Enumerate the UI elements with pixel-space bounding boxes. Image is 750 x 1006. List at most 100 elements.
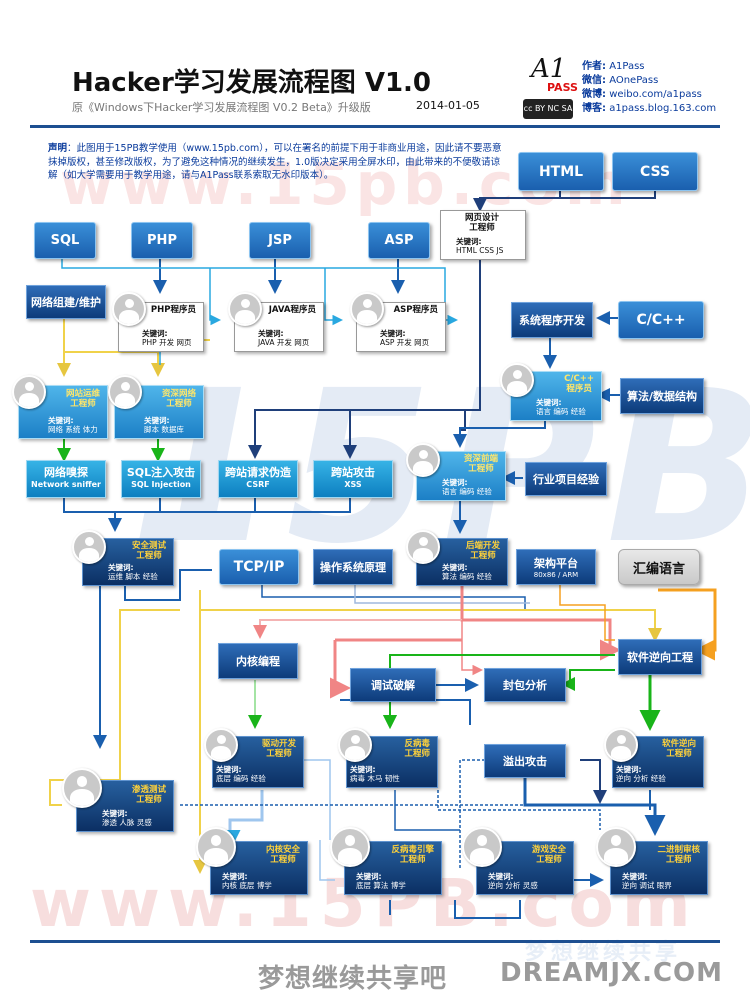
author-value: A1Pass <box>609 61 645 72</box>
role-title: 二进制审核 工程师 <box>657 845 700 865</box>
overflow-attack-node[interactable]: 溢出攻击 <box>484 744 566 778</box>
role-game-security-engineer[interactable]: 游戏安全 工程师 关键词:逆向 分析 灵感 <box>462 827 574 895</box>
jsp-node[interactable]: JSP <box>249 222 311 259</box>
role-av-engine-engineer[interactable]: 反病毒引擎 工程师 关键词:底层 算法 博学 <box>330 827 442 895</box>
role-keywords: 关键词:语言 编码 经验 <box>442 478 492 496</box>
role-security-test-engineer[interactable]: 安全测试 工程师 关键词:运维 脚本 经验 <box>72 530 174 586</box>
reverse-engineering-node[interactable]: 软件逆向工程 <box>618 639 702 675</box>
role-keywords: 关键词:逆向 分析 经验 <box>616 765 666 783</box>
wechat-row: 微信: AOnePass <box>582 75 659 86</box>
role-senior-network-engineer[interactable]: 资深网络 工程师 关键词:脚本 数据库 <box>108 375 204 439</box>
role-keywords: 关键词:逆向 分析 灵感 <box>488 872 538 890</box>
sqlinj-en: SQL Injection <box>131 480 191 489</box>
industry-exp-node[interactable]: 行业项目经验 <box>525 462 607 496</box>
xss-en: XSS <box>344 480 362 489</box>
role-kernel-security-engineer[interactable]: 内核安全 工程师 关键词:内核 底层 博学 <box>196 827 308 895</box>
a1pass-logo: A1 <box>531 54 567 84</box>
page-date: 2014-01-05 <box>416 99 480 112</box>
role-title: 软件逆向 工程师 <box>661 739 696 759</box>
avatar-icon <box>12 375 46 409</box>
avatar-icon <box>462 827 502 867</box>
avatar-icon <box>406 530 440 564</box>
weibo-row: 微博: weibo.com/a1pass <box>582 89 702 100</box>
avatar-icon <box>72 530 106 564</box>
author-row: 作者: A1Pass <box>582 61 645 72</box>
role-keywords: 关键词:HTML CSS JS <box>456 237 504 255</box>
role-web-designer[interactable]: 网页设计 工程师 关键词:HTML CSS JS <box>440 210 526 260</box>
role-title: 安全测试 工程师 <box>131 541 166 561</box>
role-java-programmer[interactable]: JAVA程序员 关键词:JAVA 开发 网页 <box>228 292 324 352</box>
role-title: 网页设计 工程师 <box>464 213 499 233</box>
sql-injection-node[interactable]: SQL注入攻击 SQL Injection <box>121 460 201 498</box>
role-keywords: 关键词:病毒 木马 韧性 <box>350 765 400 783</box>
role-keywords: 关键词:渗透 人脉 灵感 <box>102 809 152 827</box>
asp-node[interactable]: ASP <box>368 222 430 259</box>
kernel-programming-node[interactable]: 内核编程 <box>218 643 298 679</box>
network-sniffer-node[interactable]: 网络嗅探 Network sniffer <box>26 460 106 498</box>
csrf-en: CSRF <box>246 480 270 489</box>
csrf-node[interactable]: 跨站请求伪造 CSRF <box>218 460 298 498</box>
avatar-icon <box>196 827 236 867</box>
role-binary-audit-engineer[interactable]: 二进制审核 工程师 关键词:逆向 调试 眼界 <box>596 827 708 895</box>
role-title: 渗透测试 工程师 <box>131 785 166 805</box>
avatar-icon <box>108 375 142 409</box>
role-php-programmer[interactable]: PHP程序员 关键词:PHP 开发 网页 <box>112 292 204 352</box>
avatar-icon <box>112 292 146 326</box>
role-driver-dev-engineer[interactable]: 驱动开发 工程师 关键词:底层 编码 经验 <box>204 728 304 788</box>
sniffer-en: Network sniffer <box>31 480 101 489</box>
role-pentest-engineer[interactable]: 渗透测试 工程师 关键词:渗透 人脉 灵感 <box>62 768 174 832</box>
role-title: ASP程序员 <box>393 305 438 315</box>
role-title: 网站运维 工程师 <box>65 389 100 409</box>
copyright-notice: 声明：此图用于15PB教学使用（www.15pb.com），可以在署名的前提下用… <box>48 143 502 181</box>
role-keywords: 关键词:底层 算法 博学 <box>356 872 406 890</box>
avatar-icon <box>62 768 102 808</box>
role-software-reverse-engineer[interactable]: 软件逆向 工程师 关键词:逆向 分析 经验 <box>604 728 704 788</box>
sniffer-cn: 网络嗅探 <box>44 466 88 479</box>
xss-node[interactable]: 跨站攻击 XSS <box>313 460 393 498</box>
php-node[interactable]: PHP <box>131 222 193 259</box>
weibo-link[interactable]: weibo.com/a1pass <box>609 89 702 100</box>
role-cpp-programmer[interactable]: C/C++ 程序员 关键词:语言 编码 经验 <box>500 363 602 421</box>
role-title: 游戏安全 工程师 <box>531 845 566 865</box>
avatar-icon <box>228 292 262 326</box>
csrf-cn: 跨站请求伪造 <box>225 466 291 479</box>
cpp-node[interactable]: C/C++ <box>618 301 704 339</box>
arch-sub-label: 80x86 / ARM <box>533 571 579 579</box>
header-divider <box>30 125 720 128</box>
avatar-icon <box>350 292 384 326</box>
arch-platform-node[interactable]: 架构平台 80x86 / ARM <box>516 549 596 585</box>
role-keywords: 关键词:网络 系统 体力 <box>48 416 98 434</box>
cc-license-icon: cc BY NC SA <box>523 99 573 119</box>
network-build-node[interactable]: 网络组建/维护 <box>26 285 106 319</box>
role-title: 反病毒 工程师 <box>404 739 430 759</box>
role-keywords: 关键词:底层 编码 经验 <box>216 765 266 783</box>
assembly-language-node[interactable]: 汇编语言 <box>618 549 700 585</box>
sql-node[interactable]: SQL <box>34 222 96 259</box>
blog-link[interactable]: a1pass.blog.163.com <box>609 103 717 114</box>
role-backend-engineer[interactable]: 后端开发 工程师 关键词:算法 编码 经验 <box>406 530 508 586</box>
system-dev-node[interactable]: 系统程序开发 <box>511 302 593 338</box>
avatar-icon <box>500 363 534 397</box>
role-title: 驱动开发 工程师 <box>261 739 296 759</box>
role-senior-frontend-engineer[interactable]: 资深前端 工程师 关键词:语言 编码 经验 <box>406 443 506 501</box>
os-principle-node[interactable]: 操作系统原理 <box>313 549 393 585</box>
avatar-icon <box>330 827 370 867</box>
avatar-icon <box>406 443 440 477</box>
html-node[interactable]: HTML <box>518 152 604 191</box>
role-asp-programmer[interactable]: ASP程序员 关键词:ASP 开发 网页 <box>350 292 446 352</box>
packet-analysis-node[interactable]: 封包分析 <box>484 668 566 702</box>
debug-crack-node[interactable]: 调试破解 <box>350 668 436 702</box>
role-title: JAVA程序员 <box>268 305 316 315</box>
role-keywords: 关键词:JAVA 开发 网页 <box>258 329 310 347</box>
role-keywords: 关键词:运维 脚本 经验 <box>108 563 158 581</box>
role-title: 反病毒引擎 工程师 <box>391 845 434 865</box>
role-antivirus-engineer[interactable]: 反病毒 工程师 关键词:病毒 木马 韧性 <box>338 728 438 788</box>
role-site-ops-engineer[interactable]: 网站运维 工程师 关键词:网络 系统 体力 <box>12 375 108 439</box>
algorithm-node[interactable]: 算法/数据结构 <box>620 378 704 414</box>
page-title: Hacker学习发展流程图 V1.0 <box>72 68 431 98</box>
role-title: 内核安全 工程师 <box>265 845 300 865</box>
role-keywords: 关键词:逆向 调试 眼界 <box>622 872 672 890</box>
css-node[interactable]: CSS <box>612 152 698 191</box>
tcpip-node[interactable]: TCP/IP <box>219 549 299 585</box>
